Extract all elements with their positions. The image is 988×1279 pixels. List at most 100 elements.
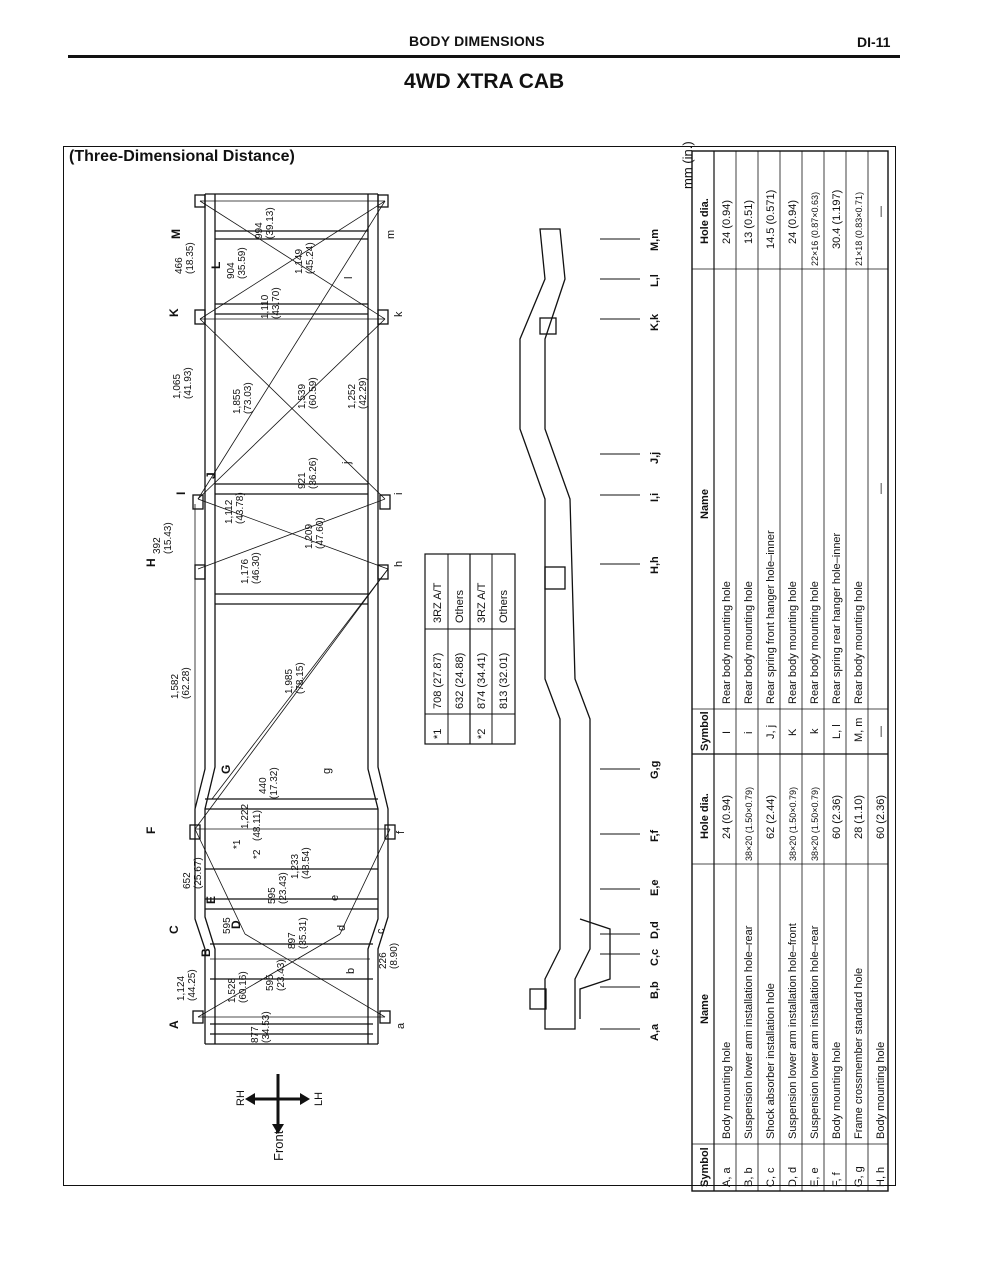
note-table: *1 708 (27.87) 3RZ A/T 632 (24.88) Other… xyxy=(424,553,516,745)
hole-row-8-name: Body mounting hole xyxy=(875,1042,887,1139)
dim-1149-in: (45.24) xyxy=(305,242,316,274)
dim-1539: 1,539 xyxy=(297,384,308,409)
hole-row-4-symbol: D, d xyxy=(787,1167,799,1187)
dim-star1: *1 xyxy=(232,839,243,849)
hole-row-15-symbol: M, m xyxy=(853,718,865,742)
note-value-2: 632 (24.88) xyxy=(454,653,466,709)
dim-652: 652 xyxy=(182,872,193,889)
dim-1065: 1,065 xyxy=(172,374,183,399)
point-d: d xyxy=(336,925,348,931)
point-E: E xyxy=(204,896,218,904)
dim-1855: 1,855 xyxy=(232,389,243,414)
side-point-Mm: M,m xyxy=(649,229,661,251)
section-title: BODY DIMENSIONS xyxy=(409,33,545,49)
hole-row-14-name: Rear spring rear hanger hole–inner xyxy=(831,532,843,704)
side-point-Bb: B,b xyxy=(649,981,661,999)
hole-row-5-name: Suspension lower arm installation hole–r… xyxy=(809,925,821,1139)
dim-994-in: (39.13) xyxy=(265,207,276,239)
hole-row-14-symbol: L, l xyxy=(831,724,843,739)
hole-row-9-name: Rear body mounting hole xyxy=(721,581,733,704)
hole-row-1-name: Body mounting hole xyxy=(721,1042,733,1139)
dim-1065-in: (41.93) xyxy=(183,367,194,399)
dim-1582: 1,582 xyxy=(170,674,181,699)
header-rule xyxy=(68,55,900,58)
hole-row-12-symbol: K xyxy=(787,728,799,736)
dim-1209: 1,209 xyxy=(304,524,315,549)
hole-table xyxy=(691,150,889,1192)
point-K: K xyxy=(167,308,181,317)
hole-row-2-symbol: B, b xyxy=(743,1167,755,1187)
dim-1539-in: (60.59) xyxy=(308,377,319,409)
dim-392-in: (15.43) xyxy=(163,522,174,554)
dim-877: 877 xyxy=(250,1026,261,1043)
label-front: Front xyxy=(271,1130,286,1161)
dim-1582-in: (62.28) xyxy=(181,667,192,699)
dim-595c: 595 xyxy=(267,887,278,904)
point-c: c xyxy=(375,928,387,934)
hole-row-10-name: Rear body mounting hole xyxy=(743,581,755,704)
hole-row-3-name: Shock absorber installation hole xyxy=(765,983,777,1139)
hole-row-15-name: Rear body mounting hole xyxy=(853,581,865,704)
dim-1528: 1,528 xyxy=(227,978,238,1003)
point-e: e xyxy=(329,895,341,901)
hole-header-symbol-2: Symbol xyxy=(699,711,711,751)
dim-star2: *2 xyxy=(252,849,263,859)
dim-466: 466 xyxy=(174,257,185,274)
page-number: DI-11 xyxy=(857,34,891,50)
dim-595b: 595 xyxy=(222,917,233,934)
hole-row-13-symbol: k xyxy=(809,728,821,734)
point-b: b xyxy=(345,968,357,974)
hole-row-3-symbol: C, c xyxy=(765,1167,777,1187)
hole-row-6-name: Body mounting hole xyxy=(831,1042,843,1139)
hole-row-15-dia: 21×18 (0.83×0.71) xyxy=(854,192,864,266)
hole-row-10-symbol: i xyxy=(743,732,755,734)
figure-frame xyxy=(63,146,896,1186)
hole-row-3-dia: 62 (2.44) xyxy=(765,795,777,839)
point-j: j xyxy=(341,462,353,465)
hole-row-7-dia: 28 (1.10) xyxy=(853,795,865,839)
note-cond-2: Others xyxy=(454,589,466,623)
hole-row-11-symbol: J, j xyxy=(765,725,777,739)
dim-994: 994 xyxy=(254,222,265,239)
hole-row-5-dia: 38×20 (1.50×0.79) xyxy=(810,787,820,861)
hole-header-dia-2: Hole dia. xyxy=(699,198,711,244)
dim-1222: 1,222 xyxy=(240,804,251,829)
label-rh: RH xyxy=(235,1090,247,1106)
point-G: G xyxy=(219,765,233,774)
point-D: D xyxy=(229,920,243,929)
hole-row-7-name: Frame crossmember standard hole xyxy=(853,968,865,1139)
side-point-Ff: F,f xyxy=(649,829,661,842)
point-L: L xyxy=(209,262,223,269)
hole-row-6-dia: 60 (2.36) xyxy=(831,795,843,839)
hole-row-6-symbol: F, f xyxy=(831,1171,843,1187)
arrow-rh-icon xyxy=(245,1093,255,1105)
hole-row-8-symbol: H, h xyxy=(875,1167,887,1187)
side-point-Cc: C,c xyxy=(649,949,661,966)
measurement-lines xyxy=(194,200,391,1018)
dim-652-in: (25.67) xyxy=(193,857,204,889)
dim-466-in: (18.35) xyxy=(185,242,196,274)
hole-row-4-dia: 38×20 (1.50×0.79) xyxy=(788,787,798,861)
hole-row-7-symbol: G, g xyxy=(853,1166,865,1187)
point-h: h xyxy=(393,561,405,567)
hole-row-16-symbol: — xyxy=(875,726,887,737)
side-point-Dd: D,d xyxy=(649,921,661,939)
hole-row-1-symbol: A, a xyxy=(721,1167,733,1187)
point-C: C xyxy=(167,925,181,934)
note-mark-1: *1 xyxy=(432,729,444,739)
dim-904-in: (35.59) xyxy=(237,247,248,279)
dim-1209-in: (47.60) xyxy=(315,517,326,549)
point-A: A xyxy=(167,1020,181,1029)
side-point-Ll: L,l xyxy=(649,274,661,287)
dim-1855-in: (73.03) xyxy=(243,382,254,414)
point-J: J xyxy=(204,472,218,479)
side-point-Jj: J,j xyxy=(649,452,661,464)
label-lh: LH xyxy=(313,1092,325,1106)
figure-heading: (Three-Dimensional Distance) xyxy=(69,148,295,165)
note-cond-4: Others xyxy=(498,589,510,623)
direction-indicator: Front RH LH xyxy=(235,1074,325,1161)
dim-897-in: (35.31) xyxy=(298,917,309,949)
top-view xyxy=(189,193,396,1045)
dim-904: 904 xyxy=(226,262,237,279)
